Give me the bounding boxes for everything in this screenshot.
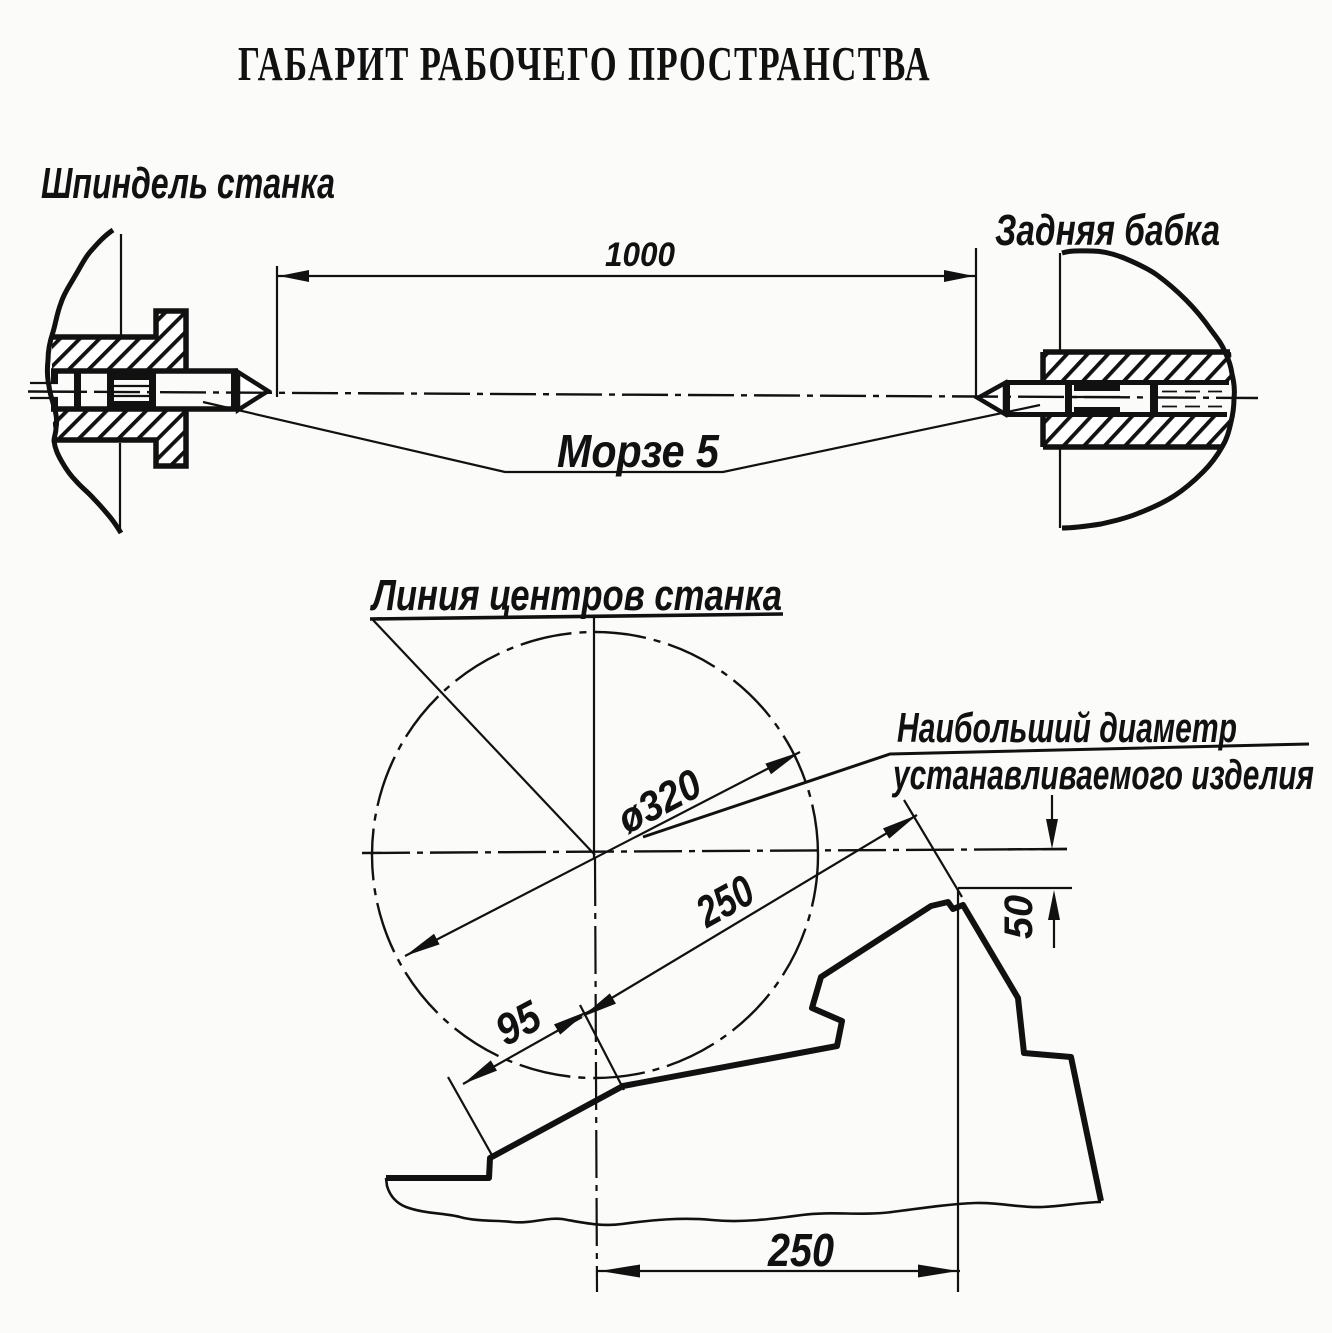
svg-text:ГАБАРИТ РАБОЧЕГО ПРОСТРАНСТВА: ГАБАРИТ РАБОЧЕГО ПРОСТРАНСТВА [238,36,931,91]
svg-text:Шпиндель станка: Шпиндель станка [41,159,335,208]
svg-text:Морзе 5: Морзе 5 [557,425,720,477]
svg-text:250: 250 [767,1224,834,1276]
svg-text:Линия центров станка: Линия центров станка [370,571,782,620]
svg-text:устанавливаемого изделия: устанавливаемого изделия [892,751,1314,798]
svg-text:Задняя бабка: Задняя бабка [995,206,1220,255]
svg-text:1000: 1000 [605,236,675,274]
svg-text:Наибольший диаметр: Наибольший диаметр [897,704,1237,751]
svg-text:50: 50 [997,895,1041,939]
